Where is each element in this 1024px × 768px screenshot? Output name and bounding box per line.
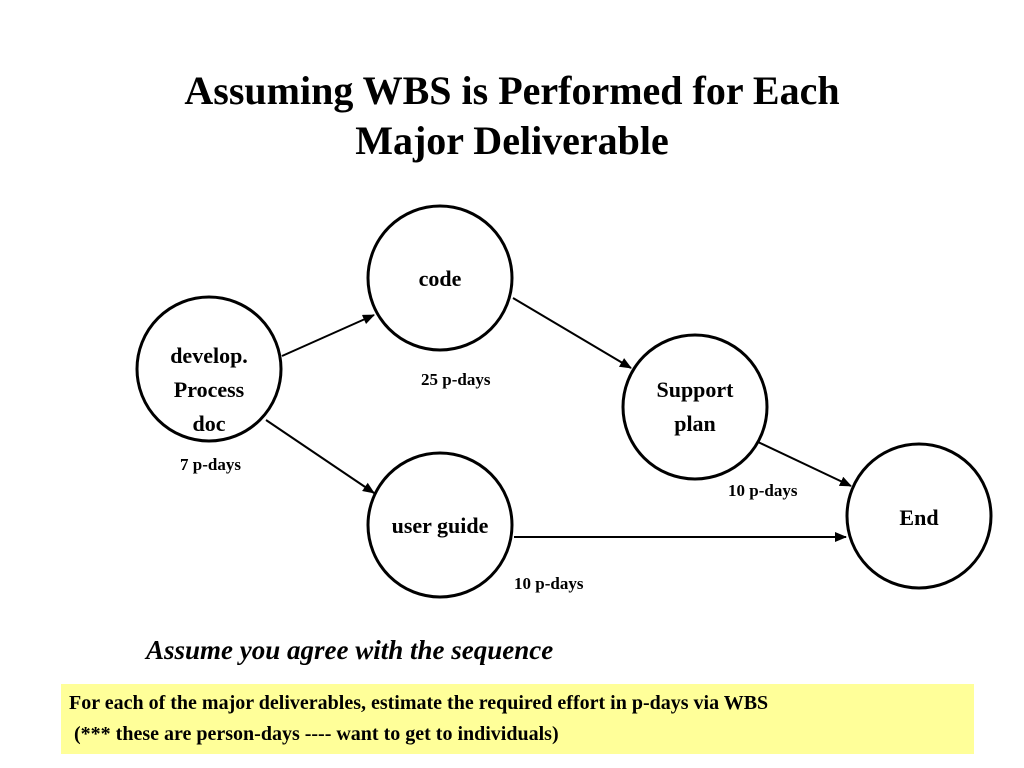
node-support-plan-line-1: Support	[656, 377, 734, 402]
duration-label-user-guide: 10 p-days	[514, 574, 584, 593]
node-user-guide-line-1: user guide	[391, 513, 489, 538]
title-line-2: Major Deliverable	[355, 118, 669, 163]
edge-develop-to-user-guide	[265, 419, 375, 494]
node-user-guide-circle	[366, 451, 514, 599]
node-user-guide-label: user guide	[366, 509, 514, 543]
edge-develop-to-code	[281, 314, 375, 357]
node-end-line-1: End	[899, 505, 939, 530]
title-line-1: Assuming WBS is Performed for Each	[184, 68, 840, 113]
note-line-2: (*** these are person-days ---- want to …	[69, 723, 559, 745]
node-support-plan-circle	[621, 333, 769, 481]
node-code-line-1: code	[418, 266, 462, 291]
edge-support-plan-to-end	[757, 441, 852, 487]
edge-code-to-support-plan	[512, 297, 632, 369]
node-support-plan-label: Support plan	[625, 373, 765, 441]
assumption-text: Assume you agree with the sequence	[146, 635, 554, 665]
node-support-plan-line-2: plan	[674, 411, 716, 436]
duration-label-develop: 7 p-days	[180, 455, 241, 474]
note-box: For each of the major deliverables, esti…	[61, 684, 974, 754]
node-end-label: End	[849, 501, 989, 535]
node-end-circle	[845, 442, 993, 590]
node-develop-circle	[135, 295, 283, 443]
duration-label-support-plan: 10 p-days	[728, 481, 798, 500]
note-line-1: For each of the major deliverables, esti…	[69, 692, 769, 714]
node-develop-line-1: develop.	[170, 343, 248, 368]
node-develop-line-3: doc	[192, 411, 226, 436]
page-title: Assuming WBS is Performed for Each Major…	[0, 66, 1024, 166]
node-code-label: code	[370, 262, 510, 296]
node-develop-label: develop. Process doc	[139, 339, 279, 441]
duration-label-code: 25 p-days	[421, 370, 491, 389]
node-develop-line-2: Process	[173, 377, 245, 402]
node-code-circle	[366, 204, 514, 352]
